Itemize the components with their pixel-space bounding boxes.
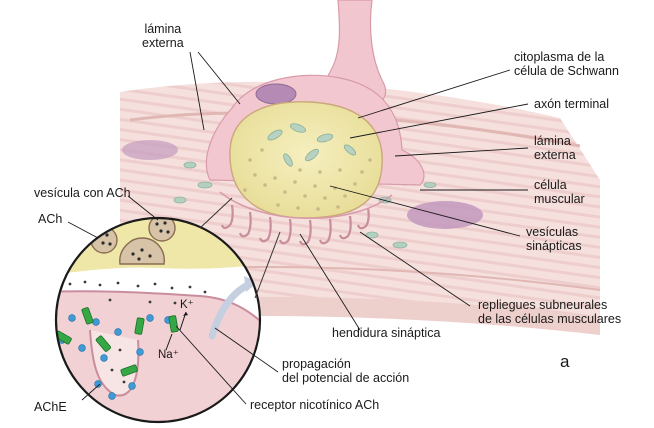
label-axon-terminal: axón terminal (534, 97, 610, 111)
label-ach: ACh (38, 212, 63, 226)
magnified-inset (54, 197, 281, 424)
schwann-nucleus (255, 83, 297, 105)
label-k-ion: K⁺ (180, 299, 194, 311)
label-repliegues-subneurales: repliegues subneurales de las células mu… (478, 298, 622, 326)
label-citoplasma-schwann: citoplasma de la célula de Schwann (514, 50, 619, 78)
label-lamina-externa-top: lámina externa (142, 22, 184, 50)
label-lamina-externa-right: lámina externa (534, 134, 576, 162)
ache-enzyme (58, 314, 172, 400)
label-na-ion: Na⁺ (158, 349, 179, 361)
nicotinic-receptor (56, 307, 179, 377)
label-hendidura-sinaptica: hendidura sináptica (332, 326, 441, 340)
muscle-nucleus (122, 140, 178, 160)
label-vesiculas-sinapticas: vesículas sinápticas (526, 225, 582, 253)
label-ache: AChE (34, 400, 67, 414)
panel-letter: a (560, 352, 570, 371)
label-celula-muscular: célula muscular (534, 178, 585, 206)
label-receptor-nicotinico: receptor nicotínico ACh (250, 398, 380, 412)
label-vesicula-con-ach: vesícula con ACh (34, 186, 131, 200)
label-propagacion: propagación del potencial de acción (282, 357, 410, 385)
muscle-nucleus (407, 201, 483, 229)
leader-lines (67, 51, 529, 405)
subneural-folds (220, 204, 370, 246)
